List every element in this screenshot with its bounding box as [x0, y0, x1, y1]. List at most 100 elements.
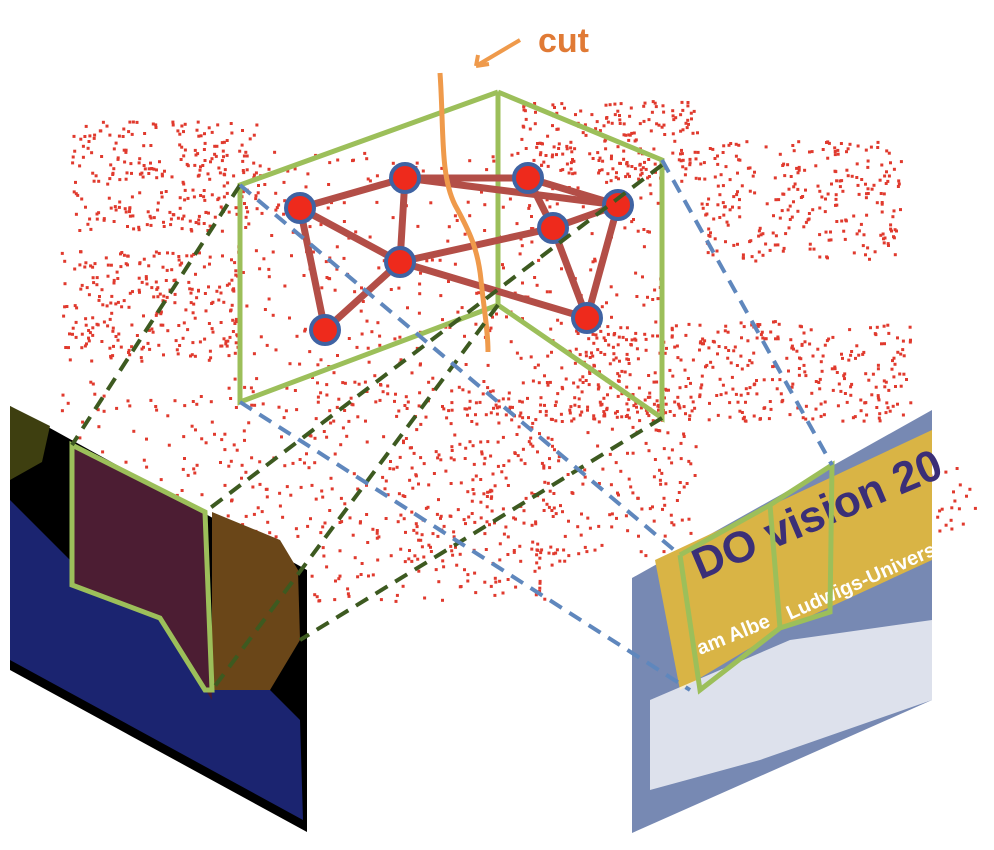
cloud-point	[68, 358, 72, 362]
cloud-point	[873, 250, 877, 254]
cloud-point	[602, 336, 606, 340]
cloud-point	[834, 193, 838, 197]
cloud-point	[421, 169, 425, 173]
cloud-point	[87, 293, 91, 297]
cloud-point	[80, 283, 84, 287]
cloud-point	[560, 102, 564, 106]
cloud-point	[490, 495, 494, 499]
cloud-point	[792, 200, 795, 204]
cloud-point	[150, 327, 154, 331]
cloud-point	[502, 532, 506, 536]
cloud-point	[602, 396, 606, 400]
cloud-point	[365, 157, 369, 161]
cloud-point	[249, 386, 253, 390]
cloud-point	[394, 599, 398, 603]
cloud-point	[636, 229, 640, 233]
cloud-point	[122, 148, 126, 152]
cloud-point	[627, 138, 631, 142]
cloud-point	[716, 162, 720, 166]
cloud-point	[215, 144, 219, 148]
cloud-point	[506, 484, 510, 487]
cloud-point	[952, 490, 955, 494]
cloud-point	[736, 171, 739, 175]
cloud-point	[588, 370, 592, 374]
cloud-point	[466, 413, 469, 417]
cloud-point	[501, 205, 505, 209]
cloud-point	[671, 151, 675, 155]
cloud-point	[116, 338, 120, 342]
cloud-point	[537, 381, 541, 385]
cloud-point	[431, 376, 435, 380]
cloud-point	[534, 110, 537, 114]
cloud-point	[256, 191, 260, 195]
cloud-point	[639, 173, 643, 177]
cloud-point	[538, 579, 542, 583]
cloud-point	[73, 304, 77, 308]
cloud-point	[340, 520, 344, 524]
cloud-point	[732, 243, 736, 247]
cloud-point	[806, 218, 810, 222]
cloud-point	[545, 502, 549, 506]
cloud-point	[543, 403, 546, 407]
cloud-point	[696, 150, 700, 154]
cloud-point	[782, 246, 786, 250]
cloud-point	[341, 426, 345, 430]
cloud-point	[282, 212, 286, 216]
cloud-point	[864, 253, 867, 257]
cloud-point	[162, 294, 166, 298]
cloud-point	[336, 158, 340, 162]
cloud-point	[207, 285, 210, 289]
cloud-point	[441, 559, 445, 563]
cloud-point	[638, 163, 642, 167]
cloud-point	[210, 157, 214, 161]
cloud-point	[169, 217, 173, 221]
cloud-point	[709, 360, 713, 364]
cloud-point	[603, 339, 607, 342]
cloud-point	[363, 151, 367, 155]
cloud-point	[647, 118, 651, 122]
cloud-point	[629, 485, 633, 489]
cloud-point	[285, 485, 289, 489]
cloud-point	[450, 449, 454, 452]
cloud-point	[533, 366, 537, 370]
cloud-point	[580, 410, 584, 414]
cloud-point	[756, 323, 760, 326]
cloud-point	[360, 332, 364, 336]
cloud-point	[950, 527, 954, 531]
cloud-point	[781, 164, 785, 167]
cloud-point	[707, 197, 711, 201]
cloud-point	[680, 179, 684, 183]
cloud-point	[123, 160, 127, 164]
cloud-point	[548, 489, 552, 493]
cloud-point	[226, 181, 230, 185]
cloud-point	[652, 147, 656, 151]
cloud-point	[620, 392, 624, 396]
cloud-point	[855, 162, 859, 166]
cloud-point	[627, 358, 630, 362]
cloud-point	[606, 332, 610, 336]
cloud-point	[316, 381, 319, 385]
cloud-point	[203, 132, 206, 136]
cloud-point	[596, 383, 600, 387]
cloud-point	[718, 377, 722, 381]
cloud-point	[597, 524, 601, 528]
cloud-point	[642, 104, 646, 108]
cloud-point	[203, 159, 207, 162]
cloud-point	[361, 300, 365, 303]
cloud-point	[183, 198, 187, 202]
cloud-point	[466, 200, 470, 204]
cloud-point	[777, 322, 781, 326]
cloud-point	[536, 450, 539, 454]
cloud-point	[524, 117, 528, 121]
cloud-point	[479, 478, 483, 481]
cloud-point	[559, 504, 562, 508]
cloud-point	[366, 177, 370, 181]
cloud-point	[406, 306, 409, 310]
cloud-point	[394, 392, 397, 396]
cloud-point	[638, 122, 642, 126]
cloud-point	[950, 506, 954, 510]
cloud-point	[79, 137, 83, 141]
cloud-point	[882, 241, 886, 245]
cloud-point	[682, 435, 686, 438]
cloud-point	[217, 196, 221, 200]
